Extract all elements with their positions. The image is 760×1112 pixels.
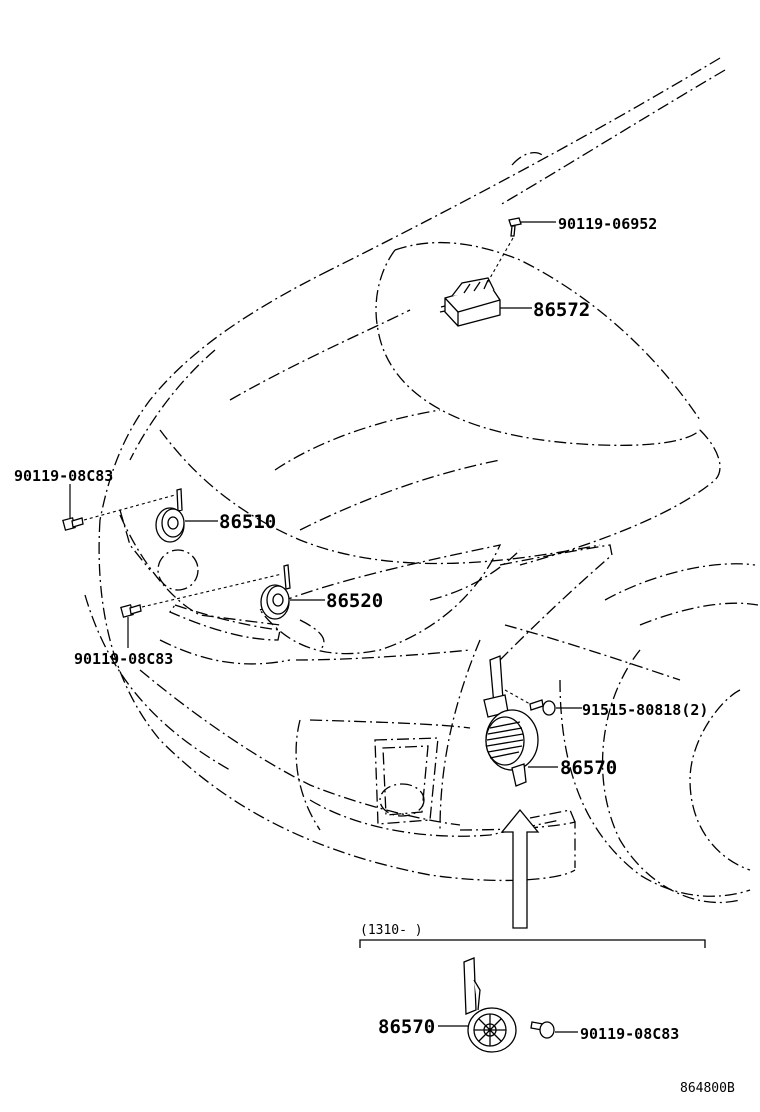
callout-90119-06952: 90119-06952 [558,215,657,233]
callout-90119-08c83-top: 90119-08C83 [14,467,113,485]
callout-91515-80818: 91515-80818(2) [582,701,708,719]
callout-86570-inset: 86570 [378,1016,435,1038]
horn-86570-main [483,655,539,787]
bolt-90119-06952 [508,217,522,237]
callout-86520: 86520 [326,590,383,612]
horn-low-86520 [260,564,291,620]
callout-86572: 86572 [533,299,590,321]
callout-86570-main: 86570 [560,757,617,779]
bolt-91515-80818 [529,699,556,716]
horn-high-86510 [155,488,185,543]
inset-range-label: (1310- ) [360,923,423,938]
bolt-90119-08c83-inset [530,1021,555,1039]
horn-86570-inset [463,957,517,1053]
callout-86510: 86510 [219,511,276,533]
bolt-90119-08c83-mid [120,604,142,618]
horn-relay-86572 [439,277,501,327]
callout-90119-08c83-mid: 90119-08C83 [74,650,173,668]
bolt-90119-08c83-top [62,517,84,531]
location-arrow [500,808,540,929]
vehicle-body-outline [84,57,759,904]
callout-90119-08c83-inset: 90119-08C83 [580,1025,679,1043]
leader-lines [69,221,582,1033]
diagram-code: 864800B [680,1081,735,1096]
inset-range-bracket [359,939,706,948]
